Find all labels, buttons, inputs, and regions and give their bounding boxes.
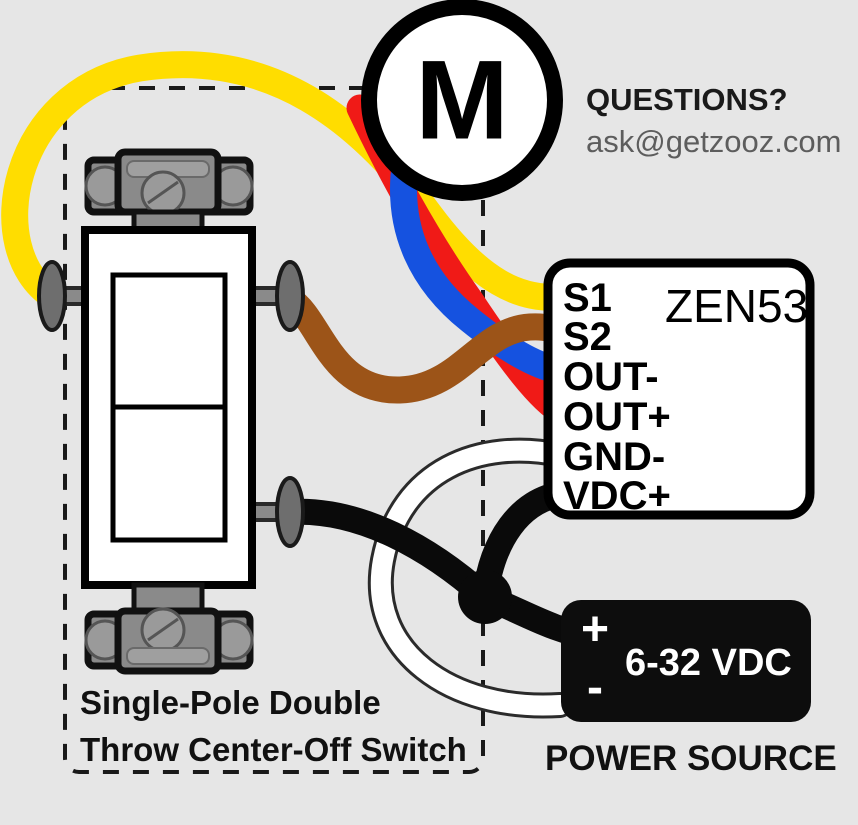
power-source-voltage-label: 6-32 VDC [625,642,792,684]
switch-terminal-screw-right-top [275,260,305,332]
zen53-terminal-label-out-minus: OUT- [563,355,659,399]
wire-white-gnd-minus [370,440,570,716]
questions-heading: QUESTIONS? [586,82,788,117]
power-source-caption: POWER SOURCE [545,739,837,778]
switch-terminal-screw-left-top [37,260,67,332]
wire-yellow-s1 [1,51,574,311]
wire-junction-dot [458,570,512,624]
zen53-device-body [543,258,815,520]
power-source-plus-label: + [581,603,609,656]
zen53-terminal-label-gnd-minus: GND- [563,435,665,479]
motor-symbol [361,0,563,201]
power-source-minus-label: - [587,661,603,714]
power-source-body [561,600,811,722]
switch-caption-line-2: Throw Center-Off Switch [80,731,467,768]
wire-black-switch-to-junction [277,498,498,610]
switch-mount-screw-top-slot [147,180,179,205]
motor-label: M [415,38,508,163]
questions-email[interactable]: ask@getzooz.com [586,124,841,159]
zen53-terminal-label-s1: S1 [563,276,612,320]
wire-blue-out-minus [390,162,576,385]
switch-caption-line-1: Single-Pole Double [80,684,381,721]
switch-terminal-screw-right-bottom [275,476,305,548]
switch-mount-slot-bottom [126,647,210,665]
zen53-terminal-label-vdc-plus: VDC+ [563,474,671,518]
switch-mount-screw-bottom-slot [147,617,179,642]
switch-neck-bottom [131,582,205,614]
zen53-terminal-label-out-plus: OUT+ [563,395,671,439]
zen53-terminal-label-s2: S2 [563,315,612,359]
zen53-model-label: ZEN53 [665,280,808,332]
wire-brown-s2 [276,286,576,404]
